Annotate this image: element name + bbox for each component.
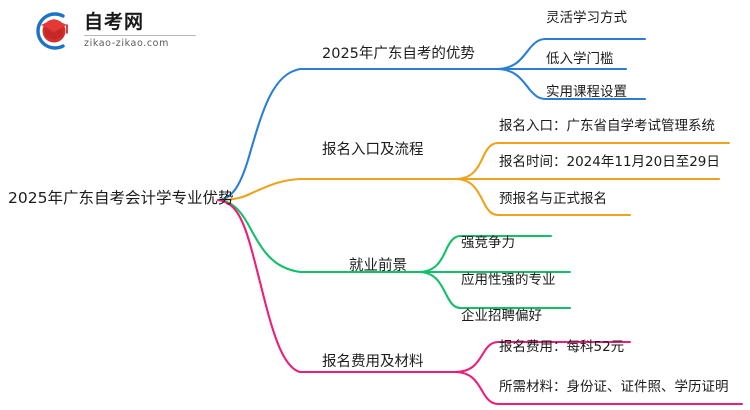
mindmap-branch-registration-process[interactable]: 报名入口及流程 (322, 142, 424, 158)
branch-wire-0 (216, 67, 498, 202)
mindmap-branch-fees-materials[interactable]: 报名费用及材料 (322, 354, 424, 370)
branch-wire-1 (216, 177, 457, 202)
mindmap-leaf-2-2[interactable]: 企业招聘偏好 (461, 308, 542, 324)
mindmap-leaf-1-2[interactable]: 预报名与正式报名 (499, 191, 607, 207)
mindmap-leaf-2-0[interactable]: 强竞争力 (461, 235, 515, 251)
logo-text-block: 自考网 zikao-zikao.com (84, 13, 196, 49)
mindmap-leaf-3-1[interactable]: 所需材料：身份证、证件照、学历证明 (499, 379, 729, 395)
mindmap-leaf-3-0[interactable]: 报名费用：每科52元 (499, 339, 625, 355)
mindmap-leaf-0-1[interactable]: 低入学门槛 (546, 51, 614, 67)
graduation-cap-logo-icon (30, 9, 76, 53)
logo-title: 自考网 (84, 11, 145, 34)
mindmap-leaf-0-0[interactable]: 灵活学习方式 (546, 10, 627, 26)
mindmap-leaf-1-0[interactable]: 报名入口：广东省自学考试管理系统 (499, 118, 715, 134)
mindmap-branch-advantages[interactable]: 2025年广东自考的优势 (322, 46, 475, 62)
mindmap-leaf-0-2[interactable]: 实用课程设置 (546, 84, 627, 100)
mindmap-leaf-1-1[interactable]: 报名时间：2024年11月20日至29日 (499, 154, 720, 170)
logo-domain: zikao-zikao.com (84, 38, 169, 50)
logo-divider (84, 35, 196, 37)
site-logo: 自考网 zikao-zikao.com (30, 8, 196, 54)
branch-wire-3 (216, 198, 457, 374)
mindmap-branch-career-prospects[interactable]: 就业前景 (349, 258, 407, 274)
mindmap-root-node[interactable]: 2025年广东自考会计学专业优势 (8, 189, 234, 207)
mindmap-leaf-2-1[interactable]: 应用性强的专业 (461, 272, 556, 288)
